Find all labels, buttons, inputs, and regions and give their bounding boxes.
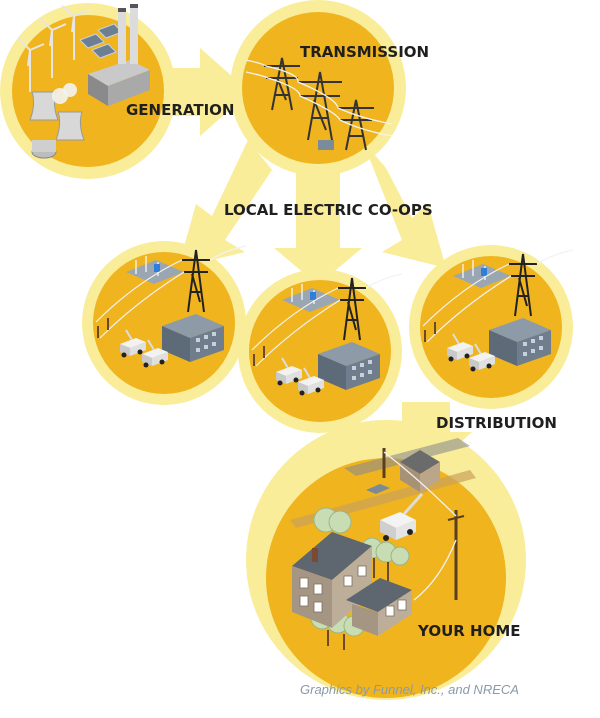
image-credit: Graphics by Funnel, Inc., and NRECA <box>300 682 519 697</box>
label-distribution: DISTRIBUTION <box>436 414 557 432</box>
label-generation: GENERATION <box>126 101 234 119</box>
label-transmission: TRANSMISSION <box>300 43 429 61</box>
transmission-towers-icon <box>245 57 393 151</box>
label-your-home: YOUR HOME <box>417 622 521 640</box>
arrow-transmission-to-left-coop <box>178 140 272 268</box>
arrow-transmission-to-right-coop <box>362 140 446 268</box>
arrow-transmission-to-center-coop <box>274 160 362 285</box>
power-plant-icon <box>17 4 150 159</box>
arrow-generation-to-transmission <box>150 48 250 136</box>
label-local-coops: LOCAL ELECTRIC CO-OPS <box>224 201 433 219</box>
home-scene-icon <box>290 438 476 650</box>
